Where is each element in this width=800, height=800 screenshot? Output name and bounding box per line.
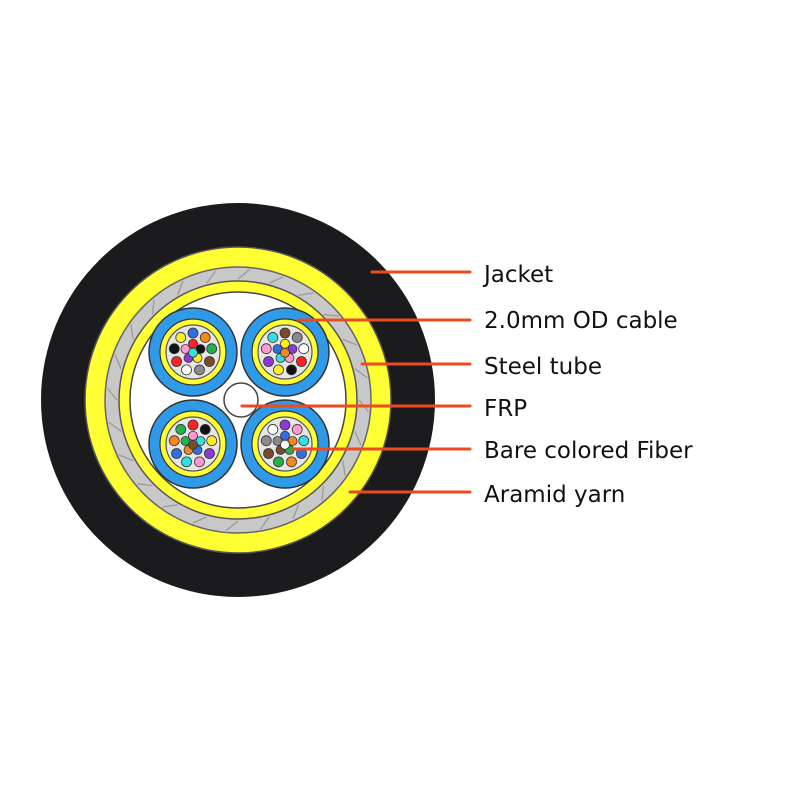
corrugation-mark [321, 485, 325, 501]
bare-colored-fiber [204, 356, 215, 367]
corrugation-mark [107, 387, 118, 401]
bare-colored-fiber [199, 424, 211, 435]
frp-center [223, 382, 259, 418]
bare-colored-fiber [273, 456, 284, 468]
bare-colored-fiber [279, 327, 291, 339]
bare-colored-fiber [168, 435, 180, 447]
corrugation-mark [162, 504, 178, 508]
bare-colored-fiber [206, 435, 218, 447]
od-cable-unit [148, 399, 238, 489]
bare-colored-fiber [273, 364, 284, 376]
corrugation-mark [354, 431, 362, 446]
corrugation-mark [292, 504, 300, 520]
leader-lines [240, 270, 472, 494]
corrugation-mark [118, 454, 134, 462]
bare-colored-fiber [181, 456, 192, 468]
bare-colored-fiber [280, 347, 290, 358]
bare-colored-fiber [298, 435, 310, 447]
bare-colored-fiber [280, 439, 290, 450]
bare-colored-fiber [168, 343, 180, 355]
steel-tube-corrugation [107, 269, 369, 531]
sub-cables-group [148, 307, 330, 489]
od-cable-unit [240, 399, 330, 489]
corrugation-mark [342, 460, 346, 476]
bare-colored-fiber [171, 448, 182, 459]
bare-colored-fiber [263, 356, 274, 367]
bare-colored-fiber [181, 364, 192, 376]
bare-colored-fiber [286, 456, 297, 468]
bare-colored-fiber [171, 356, 182, 367]
label-frp: FRP [484, 396, 527, 422]
corrugation-mark [237, 269, 251, 280]
corrugation-mark [192, 516, 207, 524]
bare-colored-fiber [286, 364, 297, 376]
bare-colored-fiber [199, 332, 211, 343]
corrugation-mark [259, 516, 270, 530]
corrugation-mark [151, 299, 155, 315]
bare-colored-fiber [260, 435, 272, 447]
bare-colored-fiber [194, 364, 205, 376]
bare-colored-fiber [296, 356, 307, 367]
bare-colored-fiber [188, 439, 198, 450]
corrugation-mark [354, 368, 368, 379]
bare-colored-fiber [194, 456, 205, 468]
label-steel-tube: Steel tube [484, 354, 602, 380]
od-cable-unit [148, 307, 238, 397]
label-aramid: Aramid yarn [484, 482, 625, 508]
bare-colored-fiber [187, 419, 199, 431]
corrugation-mark [176, 280, 184, 296]
bare-colored-fiber [298, 343, 310, 355]
corrugation-mark [269, 276, 284, 284]
bare-colored-fiber [267, 424, 279, 435]
bare-colored-fiber [263, 448, 274, 459]
bare-colored-fiber [206, 343, 218, 355]
bare-colored-fiber [188, 347, 198, 358]
corrugation-mark [114, 354, 122, 369]
corrugation-mark [130, 324, 134, 340]
corrugation-mark [225, 520, 239, 531]
bare-colored-fiber [187, 327, 199, 339]
corrugation-mark [323, 313, 339, 317]
bare-colored-fiber [279, 419, 291, 431]
bare-colored-fiber [260, 343, 272, 355]
bare-colored-fiber [204, 448, 215, 459]
corrugation-mark [108, 421, 122, 432]
bare-colored-fiber [175, 424, 187, 435]
bare-colored-fiber [291, 424, 303, 435]
corrugation-mark [342, 338, 358, 346]
label-jacket: Jacket [482, 262, 553, 288]
corrugation-mark [137, 483, 153, 487]
bare-colored-fiber [267, 332, 279, 343]
corrugation-mark [298, 292, 314, 296]
od-cable-unit [240, 307, 330, 397]
label-od-cable: 2.0mm OD cable [484, 308, 678, 334]
bare-colored-fiber [175, 332, 187, 343]
corrugation-mark [206, 270, 217, 284]
label-bare-fiber: Bare colored Fiber [484, 438, 693, 464]
bare-colored-fiber [291, 332, 303, 343]
